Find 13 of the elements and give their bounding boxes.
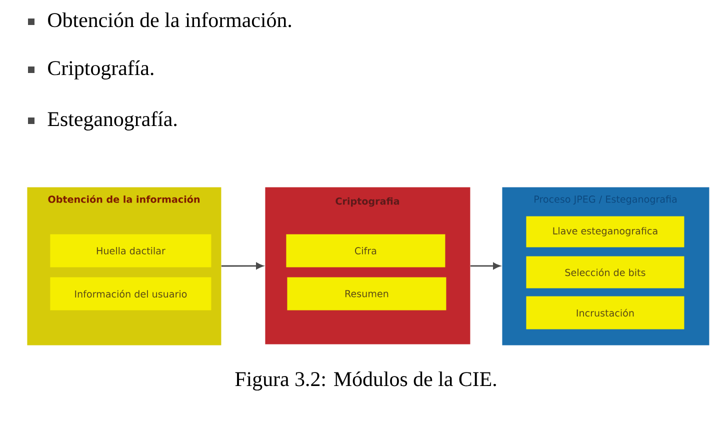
process-box: Huella dactilar — [50, 234, 212, 268]
list-item: Criptografía. — [48, 60, 154, 80]
process-box: Llave esteganografica — [526, 216, 684, 248]
process-box: Cifra — [286, 234, 446, 268]
process-box: Información del usuario — [50, 277, 212, 310]
list-item: Esteganografía. — [48, 111, 177, 130]
arrow — [221, 262, 264, 270]
process-box: Incrustación — [526, 296, 684, 330]
process-box: Selección de bits — [526, 256, 684, 288]
caption: Figura 3.2: Módulos de la CIE. — [235, 371, 496, 390]
process-box: Resumen — [287, 277, 446, 310]
arrow — [470, 262, 500, 270]
list-item: Obtención de la información. — [48, 12, 292, 28]
